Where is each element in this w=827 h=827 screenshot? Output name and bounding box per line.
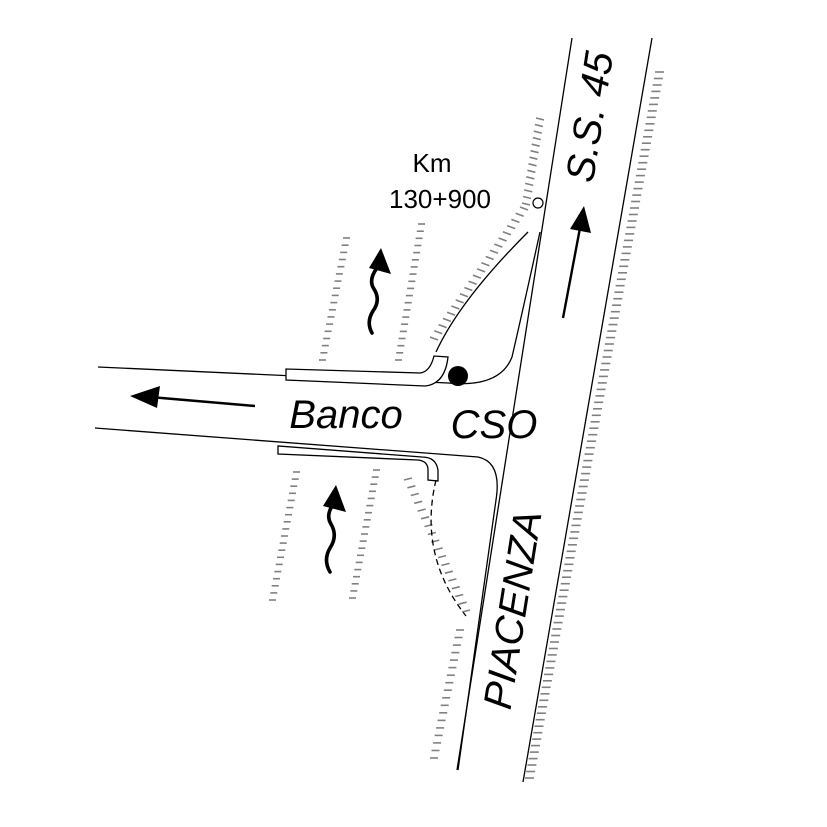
incident-marker-icon (448, 366, 468, 386)
ramp-curve (435, 231, 529, 353)
wavy-arrow-lower-icon (323, 485, 346, 574)
side-road-edge-top (97, 231, 541, 385)
upper-left-hatch-2 (395, 223, 425, 361)
lower-left-hatch-1 (269, 471, 300, 601)
side-road-edge-bottom (94, 427, 498, 771)
main-road-edge-right (522, 37, 653, 783)
km-slope-hatch (521, 117, 545, 206)
lower-slope-hatch-1 (403, 477, 471, 613)
upper-left-hatch-1 (319, 237, 350, 361)
main-road-edge-left (456, 37, 573, 771)
side-road-label: Banco (289, 393, 402, 437)
ramp-slope-hatch (429, 206, 529, 341)
lower-slope-hatch-2 (430, 629, 464, 759)
road-network (94, 37, 653, 783)
lower-traffic-island (277, 445, 439, 482)
town-label: PIACENZA (476, 508, 551, 712)
km-marker-icon (532, 197, 544, 209)
km-value-label: 130+900 (389, 184, 491, 214)
westbound-arrow-icon (130, 386, 256, 408)
km-prefix-label: Km (413, 148, 452, 178)
northbound-arrow-icon (561, 206, 591, 319)
junction-label: CSO (451, 403, 538, 447)
embankment-hatching (269, 71, 664, 779)
dashed-edge (430, 479, 467, 617)
lower-left-hatch-2 (349, 469, 380, 599)
main-road-embankment-hatch (525, 71, 664, 779)
wavy-arrow-upper-icon (367, 248, 391, 335)
upper-traffic-island (285, 355, 449, 387)
